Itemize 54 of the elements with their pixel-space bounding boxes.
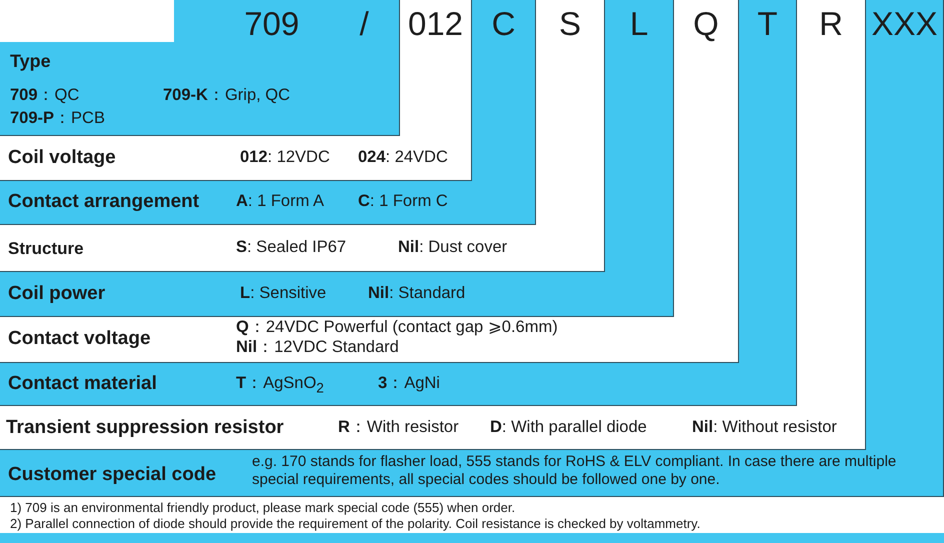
category-heading: Structure [8, 239, 84, 259]
option-text: R：With resistor [338, 418, 459, 438]
option-text: D: With parallel diode [490, 418, 647, 438]
option-text: 024: 24VDC [358, 148, 448, 168]
option-text: T：AgSnO$_{2}$ [236, 374, 324, 397]
option-text: 709-P：PCB [10, 109, 105, 129]
category-heading: Contact arrangement [8, 191, 200, 213]
option-text: Nil：12VDC Standard [236, 338, 399, 358]
category-heading: Coil voltage [8, 147, 116, 169]
code-character: T [757, 6, 778, 42]
option-text: Nil: Standard [368, 284, 466, 304]
code-column [866, 0, 944, 450]
code-character: S [558, 6, 581, 42]
footnote-text: 2) Parallel connection of diode should provide the requirement of the polarity. Coil resistance is checked by voltammetry. [10, 516, 700, 531]
option-band [0, 42, 400, 136]
option-text: C: 1 Form C [358, 192, 448, 212]
option-band [0, 317, 739, 363]
code-character: 012 [408, 6, 464, 42]
code-character: L [630, 6, 648, 42]
code-character: C [492, 6, 516, 42]
option-text: L: Sensitive [240, 284, 326, 304]
option-text: Nil: Dust cover [398, 238, 508, 258]
code-character: / [360, 6, 369, 42]
footnote-text: 1) 709 is an environmental friendly product, please mark special code (555) when order. [10, 500, 516, 515]
code-column [472, 0, 536, 181]
code-character: Q [693, 6, 719, 42]
option-text: 709：QC [10, 86, 80, 106]
option-text: 709-K：Grip, QC [163, 86, 290, 106]
category-heading: Contact material [8, 373, 157, 395]
code-character: R [819, 6, 843, 42]
category-heading: Contact voltage [8, 328, 151, 350]
code-character: 709 [243, 6, 300, 42]
option-band [0, 406, 866, 450]
code-column [174, 0, 400, 43]
code-column [605, 0, 674, 272]
category-heading: Customer special code [8, 464, 216, 486]
option-text: Q：24VDC Powerful (contact gap ⩾0.6mm) [236, 318, 558, 338]
category-heading: Coil power [8, 283, 106, 305]
option-text: 012: 12VDC [240, 148, 330, 168]
option-text: A: 1 Form A [236, 192, 324, 212]
description-text: e.g. 170 stands for flasher load, 555 stands for RoHS & ELV compliant. In case there are multiple special requirements, all special codes should be followed one by one. [252, 453, 898, 489]
option-band [0, 363, 797, 406]
option-band [0, 181, 536, 225]
category-heading: Type [10, 51, 51, 72]
option-text: 3：AgNi [378, 374, 440, 394]
option-band [0, 225, 605, 272]
category-heading: Transient suppression resistor [6, 417, 284, 439]
option-text: S: Sealed IP67 [236, 238, 346, 258]
code-character: XXX [871, 6, 938, 42]
code-column [739, 0, 797, 363]
option-band [0, 136, 472, 181]
option-band [0, 450, 944, 497]
option-text: Nil: Without resistor [692, 418, 837, 438]
option-band [0, 272, 674, 317]
